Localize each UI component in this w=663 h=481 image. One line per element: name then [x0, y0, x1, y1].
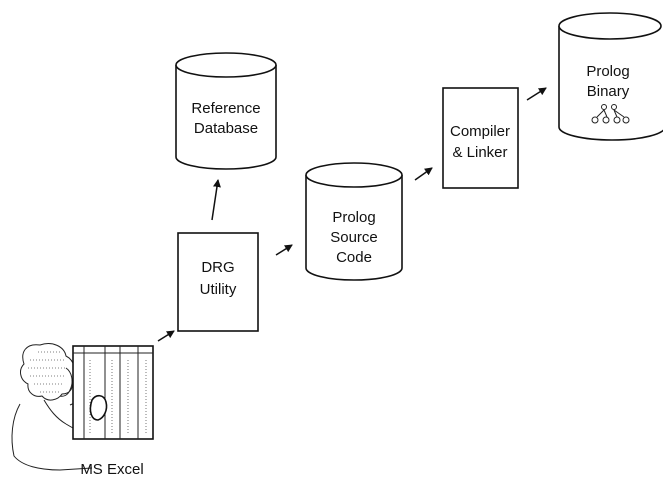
drg-utility-box: DRG Utility: [177, 232, 259, 332]
compiler-linker-label-2: & Linker: [452, 144, 507, 161]
arrow-drg-to-reference: [211, 179, 221, 221]
ms-excel-label: MS Excel: [80, 461, 143, 478]
prolog-binary-label-1: Prolog: [586, 63, 629, 80]
arrow-source-to-compiler: [414, 167, 433, 181]
prolog-binary-label-2: Binary: [587, 83, 630, 100]
reference-database-label-1: Reference: [191, 100, 260, 117]
drg-utility-label-1: DRG: [201, 259, 234, 276]
reference-database-cylinder: Reference Database: [175, 52, 277, 170]
tree-icon: [591, 104, 630, 124]
compiler-linker-label-1: Compiler: [450, 123, 510, 140]
compiler-linker-box: Compiler & Linker: [442, 87, 519, 189]
spreadsheet-icon: [72, 345, 154, 440]
arrow-excel-to-drg: [157, 330, 175, 342]
arrow-drg-to-source: [275, 244, 293, 256]
prolog-source-label-2: Source: [330, 229, 378, 246]
prolog-source-label-3: Code: [336, 249, 372, 266]
reference-database-label-2: Database: [194, 120, 258, 137]
ms-excel-user-illustration: [11, 343, 154, 471]
prolog-binary-cylinder: Prolog Binary: [558, 12, 663, 141]
prolog-source-code-cylinder: Prolog Source Code: [305, 162, 403, 281]
prolog-source-label-1: Prolog: [332, 209, 375, 226]
arrow-compiler-to-binary: [526, 87, 547, 101]
drg-utility-label-2: Utility: [200, 281, 237, 298]
